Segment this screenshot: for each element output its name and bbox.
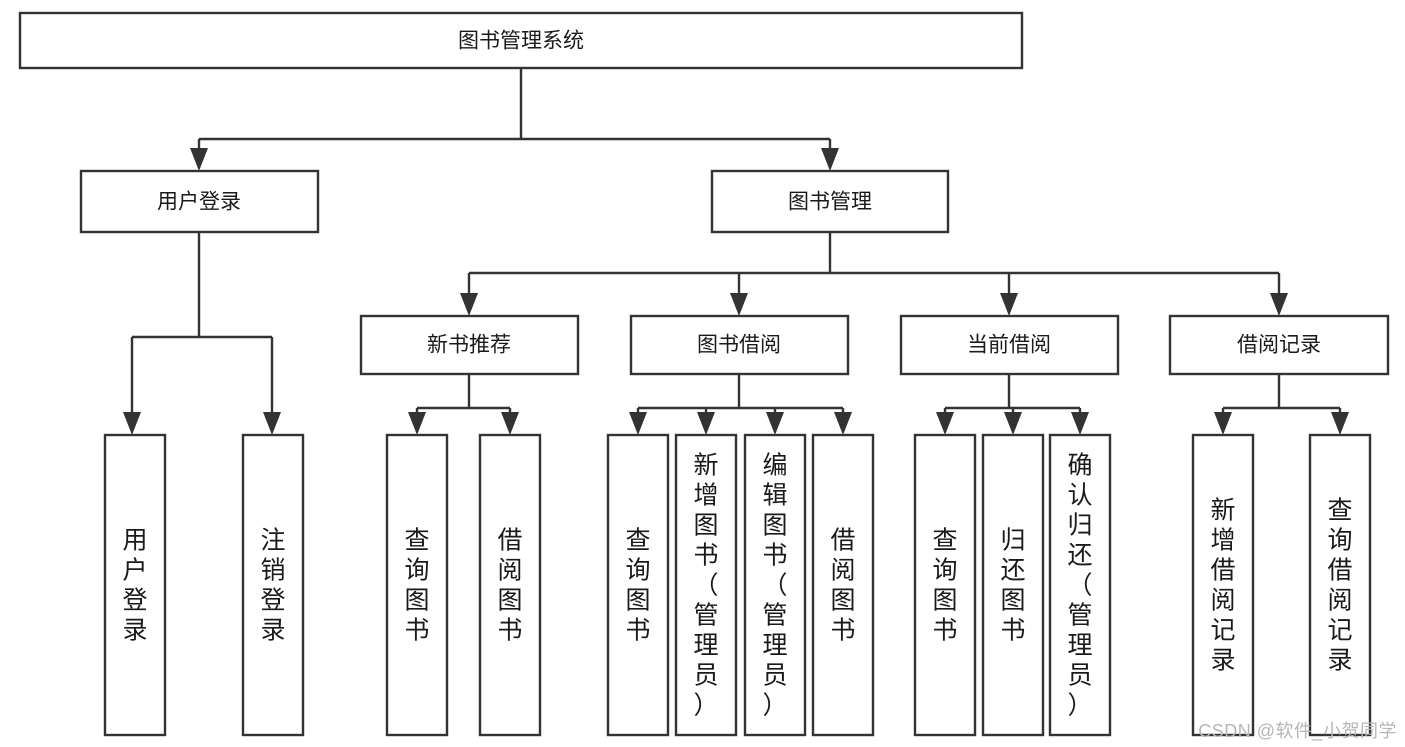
node-new-book-recommend-box[interactable]	[359, 314, 580, 376]
node-user-login-label: 用户登录	[157, 191, 241, 214]
leaf-user-login-label: 用户登录	[122, 526, 147, 644]
node-layer: 图书管理系统 用户登录 图书管理 新书推荐 图书借阅 当前	[18, 11, 1390, 737]
node-book-borrow-box[interactable]	[629, 314, 850, 376]
leaf-confirm-return-label: 确认归还（管理员）	[1067, 451, 1092, 719]
arrowhead-to-new-rec	[460, 293, 478, 316]
node-borrow-records[interactable]: 借阅记录	[1168, 314, 1390, 376]
node-current-borrow-label: 当前借阅	[967, 334, 1051, 357]
arrowhead-leaf-edit-book	[766, 412, 784, 435]
node-book-borrow-label: 图书借阅	[697, 334, 781, 357]
arrowhead-leaf-add-book	[697, 412, 715, 435]
leaf-query-record-label: 查询借阅记录	[1327, 496, 1352, 674]
arrowhead-leaf-add-record	[1214, 412, 1232, 435]
arrowhead-leaf-return-book	[1004, 412, 1022, 435]
node-root-box[interactable]	[18, 11, 1024, 70]
leaf-add-record[interactable]: 新增借阅记录	[1191, 433, 1255, 737]
arrowhead-to-user-login	[190, 148, 208, 171]
leaf-add-record-box[interactable]	[1191, 433, 1255, 737]
node-book-borrow[interactable]: 图书借阅	[629, 314, 850, 376]
node-new-book-recommend-label: 新书推荐	[427, 334, 511, 357]
leaf-borrow-book-a-label: 借阅图书	[497, 526, 522, 644]
arrowhead-leaf-query-book-c	[936, 412, 954, 435]
leaf-edit-book-box[interactable]	[743, 433, 807, 737]
leaf-edit-book[interactable]: 编辑图书（管理员）	[743, 433, 807, 737]
leaf-borrow-book-a[interactable]: 借阅图书	[478, 433, 542, 737]
node-root[interactable]: 图书管理系统	[18, 11, 1024, 70]
leaf-confirm-return-box[interactable]	[1048, 433, 1112, 737]
arrowhead-leaf-query-book-a	[408, 412, 426, 435]
arrowhead-to-borrow	[730, 293, 748, 316]
arrowhead-to-current	[1000, 293, 1018, 316]
leaf-confirm-return[interactable]: 确认归还（管理员）	[1048, 433, 1112, 737]
leaf-query-record[interactable]: 查询借阅记录	[1308, 433, 1372, 737]
leaf-logout-box[interactable]	[241, 433, 305, 737]
node-root-label: 图书管理系统	[458, 30, 584, 53]
leaf-add-book-box[interactable]	[674, 433, 738, 737]
node-current-borrow[interactable]: 当前借阅	[899, 314, 1120, 376]
connector-layer	[123, 68, 1349, 435]
node-user-login-box[interactable]	[79, 169, 320, 234]
leaf-query-book-a-box[interactable]	[385, 433, 449, 737]
leaf-borrow-book-b-label: 借阅图书	[830, 526, 855, 644]
leaf-return-book-box[interactable]	[981, 433, 1045, 737]
arrowhead-leaf-user-login	[123, 412, 141, 435]
leaf-edit-book-label: 编辑图书（管理员）	[762, 451, 787, 719]
leaf-logout[interactable]: 注销登录	[241, 433, 305, 737]
node-borrow-records-box[interactable]	[1168, 314, 1390, 376]
leaf-query-book-b-box[interactable]	[606, 433, 670, 737]
node-user-login[interactable]: 用户登录	[79, 169, 320, 234]
leaf-borrow-book-b[interactable]: 借阅图书	[811, 433, 875, 737]
leaf-query-book-b[interactable]: 查询图书	[606, 433, 670, 737]
csdn-watermark: CSDN @软件_小贺同学	[1198, 721, 1397, 741]
leaf-query-book-c-box[interactable]	[913, 433, 977, 737]
leaf-return-book-label: 归还图书	[1000, 526, 1025, 644]
leaf-query-book-a[interactable]: 查询图书	[385, 433, 449, 737]
leaf-query-book-c[interactable]: 查询图书	[913, 433, 977, 737]
leaf-query-book-a-label: 查询图书	[404, 526, 429, 644]
arrowhead-leaf-borrow-book-a	[501, 412, 519, 435]
leaf-query-record-box[interactable]	[1308, 433, 1372, 737]
arrowhead-leaf-query-record	[1331, 412, 1349, 435]
node-book-management-box[interactable]	[710, 169, 950, 234]
leaf-query-book-c-label: 查询图书	[932, 526, 957, 644]
arrowhead-leaf-query-book-b	[629, 412, 647, 435]
node-current-borrow-box[interactable]	[899, 314, 1120, 376]
leaf-add-book[interactable]: 新增图书（管理员）	[674, 433, 738, 737]
leaf-query-book-b-label: 查询图书	[625, 526, 650, 644]
leaf-borrow-book-b-box[interactable]	[811, 433, 875, 737]
leaf-add-book-label: 新增图书（管理员）	[693, 451, 718, 719]
leaf-add-record-label: 新增借阅记录	[1210, 496, 1235, 674]
node-borrow-records-label: 借阅记录	[1237, 334, 1321, 357]
leaf-user-login[interactable]: 用户登录	[103, 433, 167, 737]
arrowhead-to-book-mgmt	[821, 148, 839, 171]
node-new-book-recommend[interactable]: 新书推荐	[359, 314, 580, 376]
leaf-borrow-book-a-box[interactable]	[478, 433, 542, 737]
leaf-user-login-box[interactable]	[103, 433, 167, 737]
arrowhead-leaf-confirm-return	[1071, 412, 1089, 435]
node-book-management-label: 图书管理	[788, 191, 872, 214]
leaf-return-book[interactable]: 归还图书	[981, 433, 1045, 737]
arrowhead-to-records	[1270, 293, 1288, 316]
node-book-management[interactable]: 图书管理	[710, 169, 950, 234]
arrowhead-leaf-logout	[263, 412, 281, 435]
arrowhead-leaf-borrow-book-b	[834, 412, 852, 435]
leaf-logout-label: 注销登录	[260, 526, 285, 644]
